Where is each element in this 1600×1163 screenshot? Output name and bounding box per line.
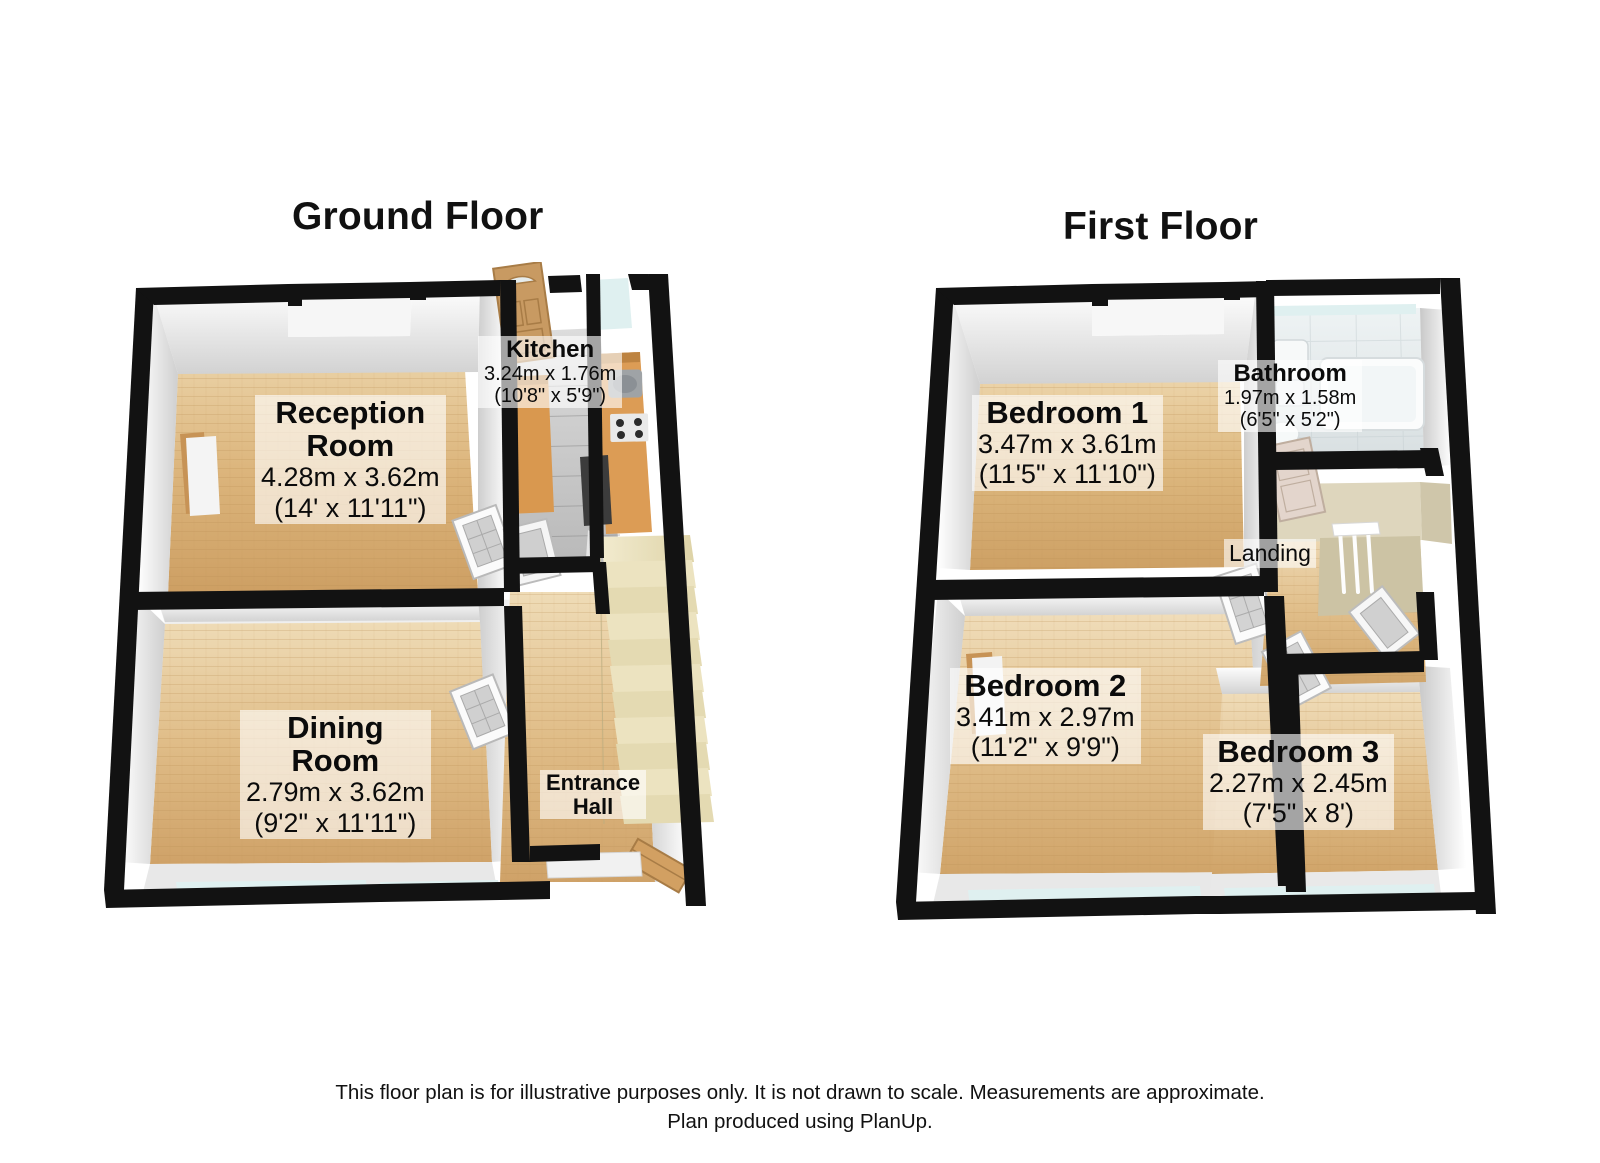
dining-name-line1: Dining — [287, 710, 384, 745]
room-label-entrance-hall: Entrance Hall — [540, 770, 647, 820]
room-label-reception-room: Reception Room 4.28m x 3.62m (14' x 11'1… — [255, 395, 446, 524]
bedroom3-metric: 2.27m x 2.45m — [1209, 768, 1388, 799]
bedroom1-metric: 3.47m x 3.61m — [978, 429, 1157, 460]
reception-name-line2: Room — [306, 428, 395, 464]
room-label-bedroom-1: Bedroom 1 3.47m x 3.61m (11'5" x 11'10") — [972, 395, 1163, 491]
bathroom-metric: 1.97m x 1.58m — [1224, 386, 1357, 409]
bedroom3-name: Bedroom 3 — [1217, 734, 1380, 769]
reception-name-line1: Reception — [275, 395, 426, 430]
room-label-bedroom-3: Bedroom 3 2.27m x 2.45m (7'5" x 8') — [1203, 734, 1394, 830]
footer-line-1: This floor plan is for illustrative purp… — [335, 1081, 1265, 1104]
footer-line-2: Plan produced using PlanUp. — [667, 1110, 933, 1133]
bedroom2-imperial: (11'2" x 9'9") — [970, 732, 1120, 763]
bedroom3-imperial: (7'5" x 8') — [1242, 798, 1355, 829]
room-label-landing: Landing — [1224, 539, 1316, 568]
bathroom-name: Bathroom — [1233, 360, 1347, 387]
dining-imperial: (9'2" x 11'11") — [254, 807, 417, 838]
bedroom1-name: Bedroom 1 — [986, 395, 1149, 430]
bedroom2-metric: 3.41m x 2.97m — [956, 702, 1135, 733]
bedroom1-imperial: (11'5" x 11'10") — [978, 459, 1156, 490]
first-floor-title: First Floor — [1063, 205, 1259, 248]
room-label-dining-room: Dining Room 2.79m x 3.62m (9'2" x 11'11"… — [240, 710, 431, 839]
bathroom-imperial: (6'5" x 5'2") — [1239, 409, 1341, 432]
footer-disclaimer: This floor plan is for illustrative purp… — [0, 1078, 1600, 1136]
entrance-name-line1: Entrance — [546, 770, 641, 795]
kitchen-imperial: (10'8" x 5'9") — [494, 385, 607, 408]
first-floor-plan — [820, 262, 1520, 952]
kitchen-metric: 3.24m x 1.76m — [484, 362, 617, 385]
kitchen-name: Kitchen — [506, 336, 595, 363]
reception-metric: 4.28m x 3.62m — [261, 462, 440, 493]
dining-name-line2: Room — [291, 743, 380, 779]
bedroom2-name: Bedroom 2 — [964, 668, 1127, 703]
room-label-bedroom-2: Bedroom 2 3.41m x 2.97m (11'2" x 9'9") — [950, 668, 1141, 764]
ground-floor-plan — [80, 262, 740, 952]
ground-floor-title: Ground Floor — [292, 195, 544, 238]
dining-metric: 2.79m x 3.62m — [246, 777, 425, 808]
room-label-bathroom: Bathroom 1.97m x 1.58m (6'5" x 5'2") — [1218, 360, 1363, 433]
room-label-kitchen: Kitchen 3.24m x 1.76m (10'8" x 5'9") — [478, 336, 623, 409]
entrance-name-line2: Hall — [572, 793, 614, 819]
reception-imperial: (14' x 11'11") — [274, 492, 427, 523]
